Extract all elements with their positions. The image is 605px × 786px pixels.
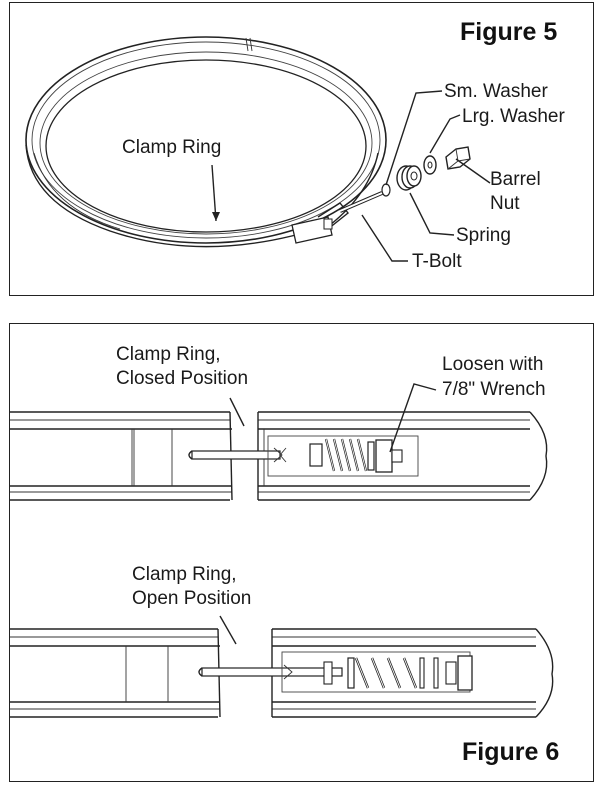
loosen-label-line1: Loosen with [442,354,543,375]
figure-5-title: Figure 5 [460,18,557,46]
figure-6-leaders [219,383,437,645]
closed-position-label-line1: Clamp Ring, [116,344,221,365]
loosen-label-line2: 7/8" Wrench [442,379,546,400]
t-bolt-label: T-Bolt [412,251,462,272]
figure-6-diagram: Clamp Ring, Closed Position Loosen with … [10,344,559,766]
hardware-drawing [339,146,471,213]
closed-spring [324,438,368,472]
clamp-ring-label: Clamp Ring [122,137,221,158]
barrel-label: Barrel [490,169,541,190]
figure-5-leaders [211,90,491,262]
open-position-label-line2: Open Position [132,588,251,609]
figure-6-panel: Clamp Ring, Closed Position Loosen with … [9,323,594,782]
nut-label: Nut [490,193,520,214]
figure-5-panel: Figure 5 Clamp Ring Sm. Washer Lrg. Wash… [9,2,594,296]
open-position-label-line1: Clamp Ring, [132,564,237,585]
closed-position-label-line2: Closed Position [116,368,248,389]
small-washer-label: Sm. Washer [444,81,548,102]
closed-position-drawing [10,411,548,501]
large-washer-label: Lrg. Washer [462,106,565,127]
figure-5-diagram: Figure 5 Clamp Ring Sm. Washer Lrg. Wash… [25,18,565,272]
open-spring [347,657,418,689]
spring-label: Spring [456,225,511,246]
figure-6-title: Figure 6 [462,738,559,766]
open-position-drawing [10,628,554,718]
